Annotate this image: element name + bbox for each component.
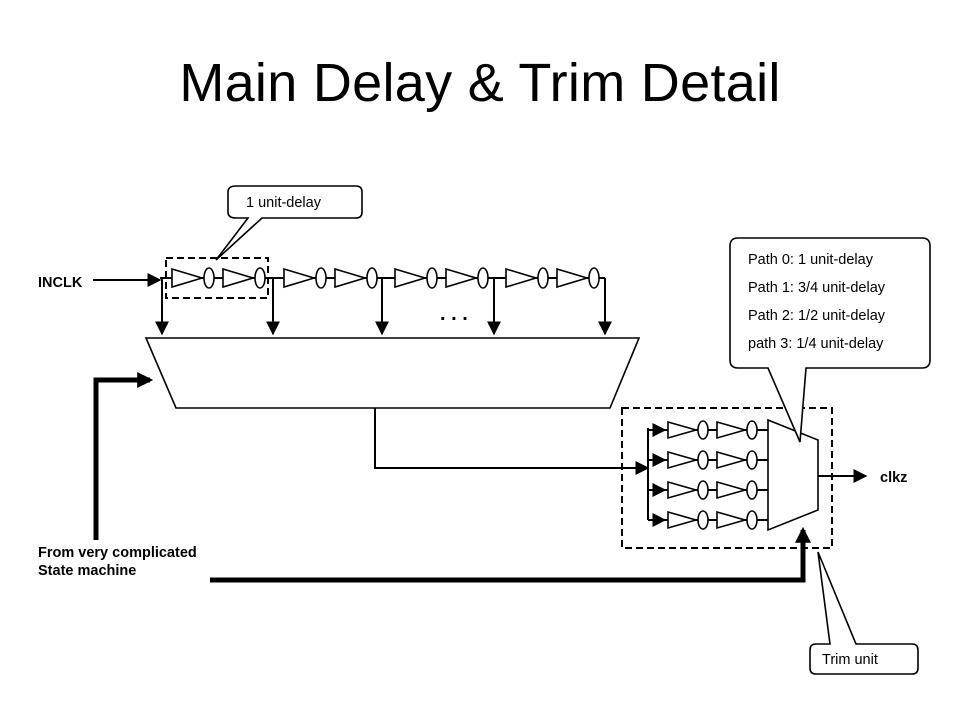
state-machine-label-line2: State machine — [38, 563, 136, 579]
delay-ellipse — [203, 267, 215, 289]
trim-unit-box — [621, 407, 833, 549]
main-mux — [144, 337, 641, 409]
state-machine-label-line1: From very complicated — [38, 545, 197, 561]
delay-ellipse — [477, 267, 489, 289]
delay-ellipse — [366, 267, 378, 289]
buffer-symbol — [667, 510, 699, 530]
paths-callout-line: Path 2: 1/2 unit-delay — [748, 308, 886, 324]
buffer-symbol — [716, 450, 748, 470]
buffer-symbol — [283, 267, 317, 289]
buffer-symbol — [171, 267, 205, 289]
tap-arrows — [155, 278, 612, 336]
delay-ellipse — [697, 450, 709, 470]
delay-ellipse — [315, 267, 327, 289]
paths-callout-line: path 3: 1/4 unit-delay — [748, 336, 884, 352]
buffer-symbol — [716, 480, 748, 500]
buffer-symbol — [505, 267, 539, 289]
buffer-symbol — [667, 420, 699, 440]
buffer-symbol — [667, 480, 699, 500]
trim-paths — [648, 420, 768, 530]
unit-delay-callout — [215, 185, 363, 261]
buffer-symbol — [716, 420, 748, 440]
ellipsis: . . . — [440, 303, 468, 325]
delay-ellipse — [588, 267, 600, 289]
slide-title: Main Delay & Trim Detail — [179, 53, 781, 113]
buffer-symbol — [394, 267, 428, 289]
trim-mux — [767, 418, 819, 532]
delay-ellipse — [746, 480, 758, 500]
delay-chain — [171, 267, 600, 289]
delay-ellipse — [746, 450, 758, 470]
mux-output-wire — [374, 408, 650, 475]
paths-callout-line: Path 0: 1 unit-delay — [748, 252, 874, 268]
buffer-symbol — [716, 510, 748, 530]
paths-callout — [729, 237, 931, 443]
buffer-symbol — [222, 267, 256, 289]
buffer-symbol — [445, 267, 479, 289]
unit-delay-callout-text: 1 unit-delay — [246, 195, 322, 211]
inclk-label: INCLK — [38, 275, 83, 291]
mux-select-bus — [93, 371, 154, 540]
buffer-symbol — [334, 267, 368, 289]
delay-ellipse — [746, 420, 758, 440]
delay-ellipse — [746, 510, 758, 530]
trim-unit-callout — [809, 551, 919, 675]
buffer-symbol — [556, 267, 590, 289]
delay-ellipse — [537, 267, 549, 289]
trim-select-bus — [210, 526, 812, 583]
delay-ellipse — [254, 267, 266, 289]
paths-callout-line: Path 1: 3/4 unit-delay — [748, 280, 886, 296]
clkz-label: clkz — [880, 470, 907, 486]
buffer-symbol — [667, 450, 699, 470]
delay-ellipse — [697, 510, 709, 530]
delay-ellipse — [697, 420, 709, 440]
trim-unit-callout-text: Trim unit — [822, 652, 878, 668]
delay-ellipse — [426, 267, 438, 289]
delay-ellipse — [697, 480, 709, 500]
